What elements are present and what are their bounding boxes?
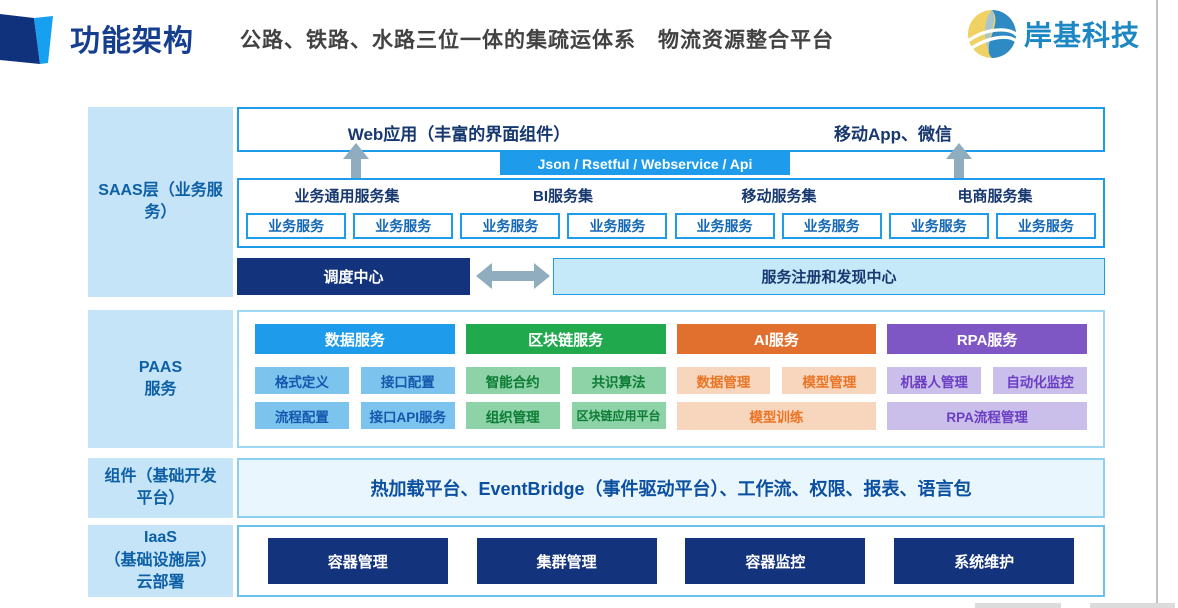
paas-header: 数据服务 <box>255 324 455 354</box>
paas-cell-wide: 模型训练 <box>676 402 877 430</box>
paas-cell: 接口配置 <box>360 367 455 394</box>
service-group-label: 业务通用服务集 <box>294 188 400 205</box>
cutoff-ui-element <box>975 603 1061 608</box>
cutoff-ui-element <box>1090 603 1175 608</box>
web-app-label: Web应用（丰富的界面组件） <box>347 125 571 144</box>
slide-edge-divider <box>1156 0 1158 608</box>
registry-center-box: 服务注册和发现中心 <box>553 258 1105 295</box>
layer-label-components: 组件（基础开发 平台） <box>88 458 233 518</box>
paas-cell: 接口API服务 <box>360 402 455 429</box>
paas-cell: 格式定义 <box>255 367 349 394</box>
paas-column-rpa: RPA服务 机器人管理 自动化监控 RPA流程管理 <box>887 324 1087 446</box>
service-box: 业务服务 <box>246 213 347 239</box>
iaas-item: 集群管理 <box>476 538 657 584</box>
paas-cell-wide: RPA流程管理 <box>887 402 1087 430</box>
api-protocol-bar: Json / Rsetful / Webservice / Api <box>500 152 790 175</box>
company-logo: 岸基科技 <box>966 8 1140 60</box>
layer-label-text: 服务 <box>144 381 177 398</box>
service-box: 业务服务 <box>888 213 989 239</box>
layer-label-text: 组件（基础开发 <box>104 467 217 485</box>
horizontal-double-arrow-icon <box>476 263 550 289</box>
dispatch-center-box: 调度中心 <box>237 258 470 295</box>
paas-box: 数据服务 格式定义 接口配置 流程配置 接口API服务 区块链服务 智能合约 共… <box>237 310 1105 448</box>
layer-label-paas: PAAS 服务 <box>88 310 233 448</box>
mobile-app-label: 移动App、微信 <box>833 125 953 144</box>
service-box: 业务服务 <box>781 213 882 239</box>
paas-header: RPA服务 <box>887 324 1087 354</box>
page-subtitle: 公路、铁路、水路三位一体的集疏运体系 物流资源整合平台 <box>240 29 834 52</box>
service-box: 业务服务 <box>995 213 1096 239</box>
paas-header: 区块链服务 <box>465 324 666 354</box>
service-group-label: BI服务集 <box>532 188 593 205</box>
paas-cell: 区块链应用平台 <box>571 402 666 429</box>
iaas-box: 容器管理 集群管理 容器监控 系统维护 <box>237 525 1105 597</box>
service-groups-row: 业务通用服务集 BI服务集 移动服务集 电商服务集 <box>239 185 1103 206</box>
paas-cell: 数据管理 <box>676 367 771 394</box>
paas-cell: 智能合约 <box>465 367 560 394</box>
components-platform-box: 热加载平台、EventBridge（事件驱动平台）、工作流、权限、报表、语言包 <box>237 458 1105 518</box>
service-box: 业务服务 <box>353 213 454 239</box>
paas-header: AI服务 <box>676 324 877 354</box>
iaas-item: 容器管理 <box>267 538 448 584</box>
paas-column-ai: AI服务 数据管理 模型管理 模型训练 <box>676 324 877 446</box>
paas-cell: 组织管理 <box>465 402 560 429</box>
saas-services-box: 业务通用服务集 BI服务集 移动服务集 电商服务集 业务服务 业务服务 业务服务… <box>237 178 1105 248</box>
service-box: 业务服务 <box>460 213 561 239</box>
service-group-label: 电商服务集 <box>957 188 1033 205</box>
layer-label-text: SAAS层（业务服 <box>98 181 223 199</box>
paas-cell: 共识算法 <box>571 367 666 394</box>
layer-label-saas: SAAS层（业务服 务） <box>88 107 233 297</box>
globe-logo-icon <box>967 10 1018 58</box>
service-group-label: 移动服务集 <box>741 188 817 205</box>
paas-cell: 流程配置 <box>255 402 349 429</box>
paas-cell: 模型管理 <box>782 367 877 394</box>
layer-label-text: 云部署 <box>136 574 185 592</box>
iaas-item: 容器监控 <box>685 538 866 584</box>
paas-cell: 机器人管理 <box>887 367 982 394</box>
layer-label-text: PAAS <box>138 358 183 376</box>
company-name: 岸基科技 <box>1024 20 1141 51</box>
paas-cell: 自动化监控 <box>993 367 1087 394</box>
header-corner-decoration <box>0 14 53 64</box>
service-box: 业务服务 <box>567 213 668 239</box>
paas-column-data: 数据服务 格式定义 接口配置 流程配置 接口API服务 <box>255 324 455 446</box>
service-box: 业务服务 <box>674 213 775 239</box>
page-title: 功能架构 <box>70 25 194 58</box>
service-boxes-row: 业务服务 业务服务 业务服务 业务服务 业务服务 业务服务 业务服务 业务服务 <box>239 213 1103 239</box>
layer-label-text: IaaS <box>144 529 177 547</box>
paas-column-blockchain: 区块链服务 智能合约 共识算法 组织管理 区块链应用平台 <box>465 324 666 446</box>
iaas-item: 系统维护 <box>894 538 1075 584</box>
layer-label-text: （基础设施层） <box>104 551 217 569</box>
layer-label-text: 务） <box>144 204 177 221</box>
saas-apps-box: Web应用（丰富的界面组件） 移动App、微信 <box>237 107 1105 152</box>
layer-label-text: 平台） <box>136 490 185 507</box>
layer-label-iaas: IaaS （基础设施层） 云部署 <box>88 525 233 597</box>
